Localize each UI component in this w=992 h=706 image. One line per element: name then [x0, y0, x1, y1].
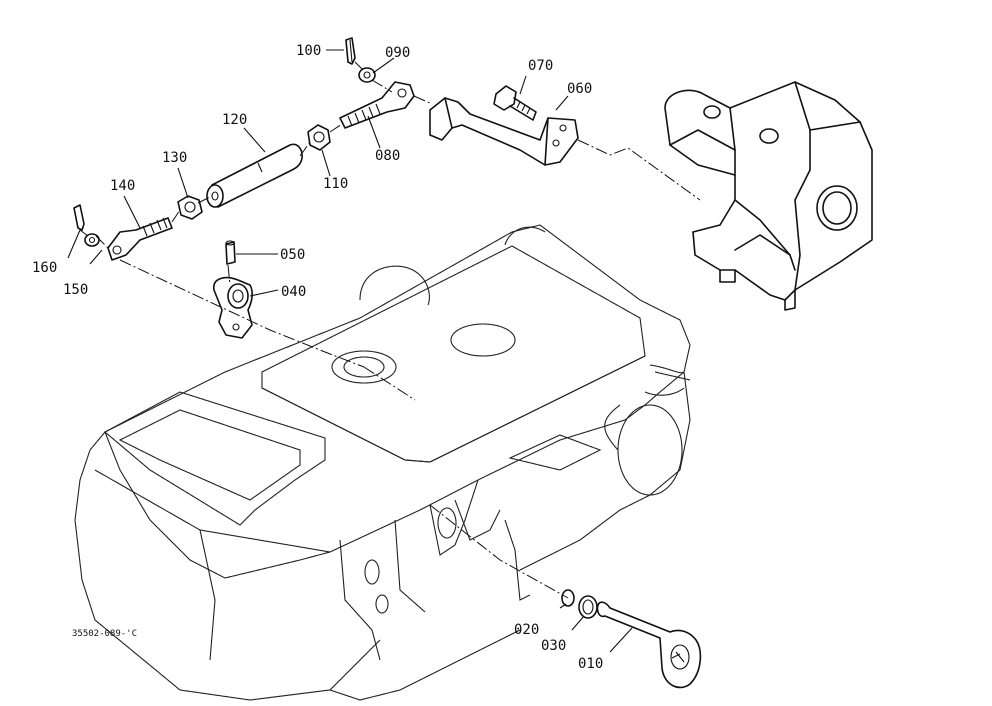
label-110: 110	[323, 176, 348, 192]
bolt-070	[493, 85, 537, 121]
label-150: 150	[63, 282, 88, 298]
tube-120	[206, 143, 303, 208]
label-100: 100	[296, 43, 321, 59]
cotter-pin-160	[73, 204, 85, 231]
shaft-010	[596, 601, 702, 689]
nut-130	[177, 195, 203, 220]
label-080: 080	[375, 148, 400, 164]
arm-040	[213, 276, 253, 339]
nut-110	[307, 124, 331, 151]
rod-end-080	[339, 81, 433, 129]
leader-lines	[67, 49, 633, 653]
label-060: 060	[567, 81, 592, 97]
lever-bracket-060	[429, 97, 701, 201]
label-140: 140	[110, 178, 135, 194]
rod-end-140	[107, 217, 173, 261]
label-070: 070	[528, 58, 553, 74]
snap-ring-020	[561, 589, 575, 607]
label-050: 050	[280, 247, 305, 263]
part-labels: 100 090 070 060 120 080 130 110 140 050 …	[32, 43, 603, 672]
label-030: 030	[541, 638, 566, 654]
transmission-case	[74, 224, 691, 701]
label-120: 120	[222, 112, 247, 128]
drawing-reference: 35502-089-'C	[72, 629, 137, 639]
label-130: 130	[162, 150, 187, 166]
hitch-bracket	[664, 81, 873, 311]
label-040: 040	[281, 284, 306, 300]
label-020: 020	[514, 622, 539, 638]
washer-090	[358, 67, 376, 83]
spring-pin-050	[225, 240, 236, 265]
assembly-lines	[79, 61, 569, 599]
cotter-pin-100	[345, 37, 356, 65]
label-090: 090	[385, 45, 410, 61]
label-160: 160	[32, 260, 57, 276]
seal-030	[578, 595, 598, 619]
washer-150	[84, 233, 100, 247]
label-010: 010	[578, 656, 603, 672]
